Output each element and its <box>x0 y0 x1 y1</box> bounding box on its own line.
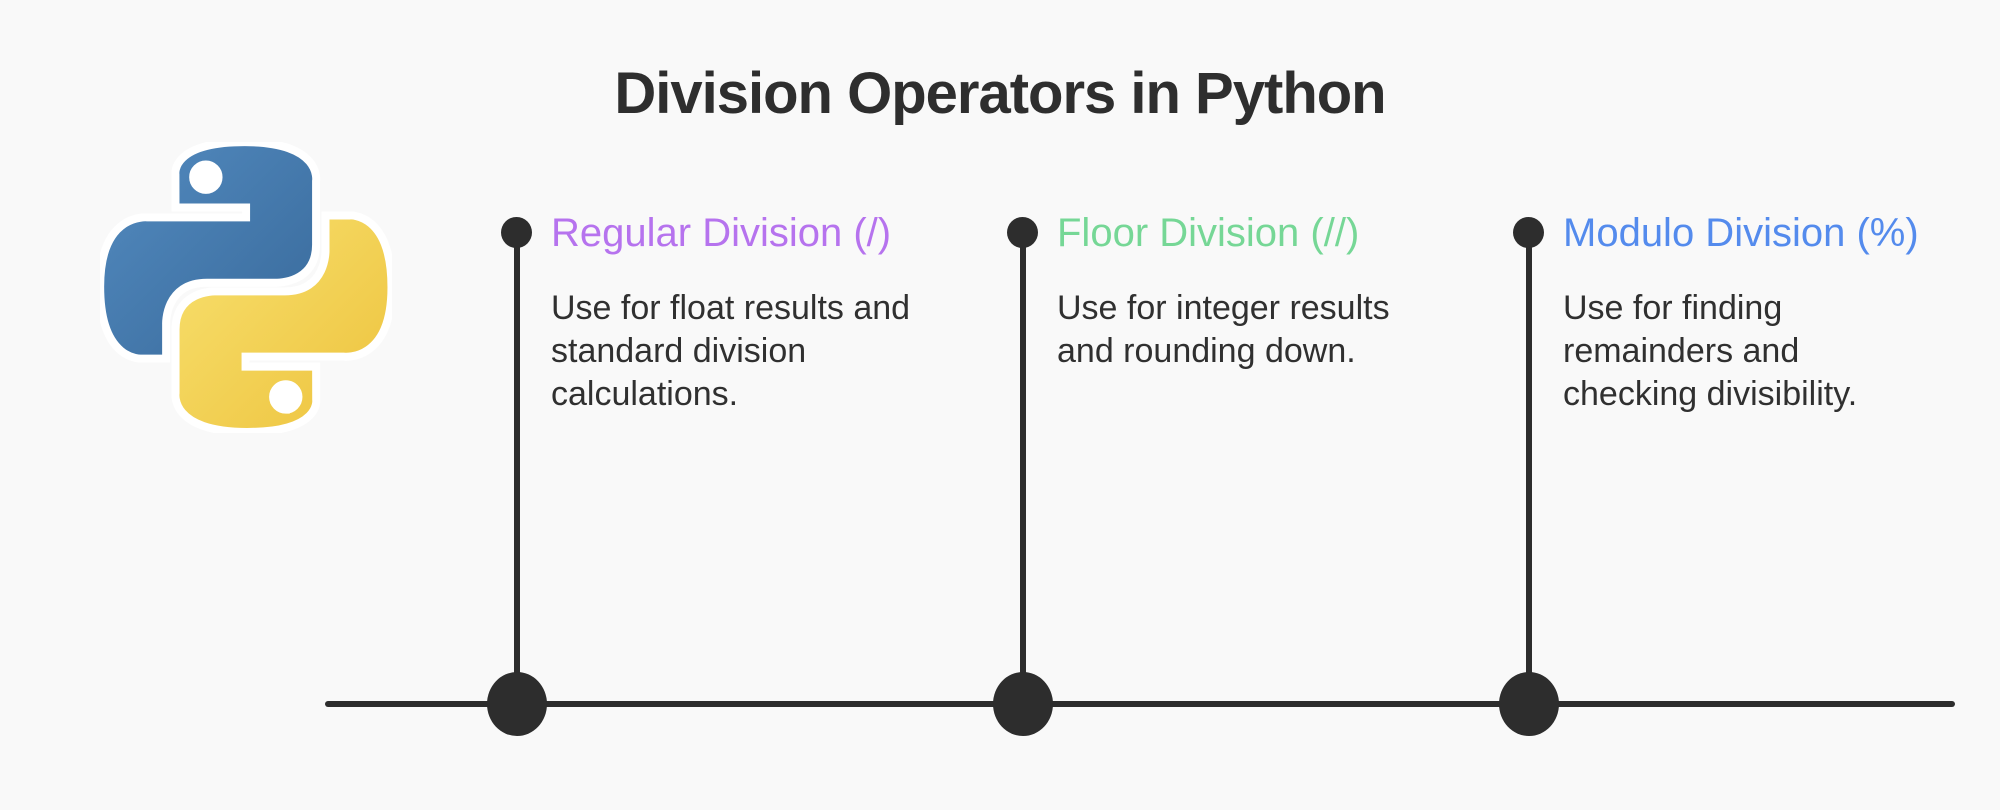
timeline-baseline <box>325 701 1955 707</box>
item-heading: Regular Division (/) <box>551 211 892 255</box>
bullet-dot <box>1007 217 1038 248</box>
python-logo <box>100 142 392 433</box>
page-title: Division Operators in Python <box>614 60 1386 126</box>
python-logo-blue-eye <box>193 164 219 190</box>
bullet-dot <box>501 217 532 248</box>
timeline-node-dot <box>993 672 1053 736</box>
python-logo-blue-snake <box>100 142 321 363</box>
connector-line <box>1526 233 1532 704</box>
connector-line <box>1020 233 1026 704</box>
connector-line <box>514 233 520 704</box>
python-logo-yellow-eye <box>273 384 299 410</box>
item-description: Use for finding remainders and checking … <box>1563 289 1858 413</box>
item-description: Use for float results and standard divis… <box>551 289 911 413</box>
item-description: Use for integer results and rounding dow… <box>1057 289 1390 370</box>
timeline-node-dot <box>1499 672 1559 736</box>
item-heading: Modulo Division (%) <box>1563 211 1919 255</box>
timeline-node-dot <box>487 672 547 736</box>
item-heading: Floor Division (//) <box>1057 211 1360 255</box>
bullet-dot <box>1513 217 1544 248</box>
python-logo-snakes <box>100 142 392 433</box>
